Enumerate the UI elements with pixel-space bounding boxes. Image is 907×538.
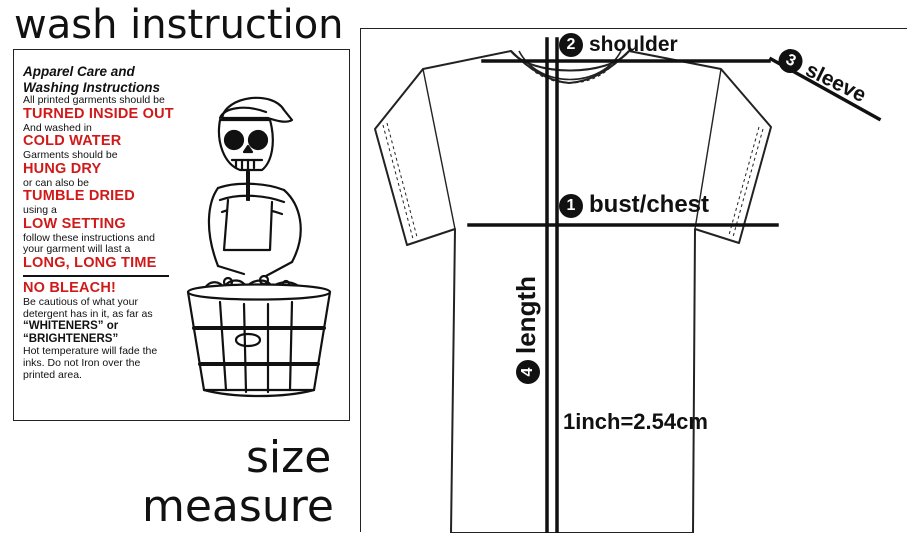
care-block-4-red: LOW SETTING <box>23 215 126 232</box>
care-block-0-small: All printed garments should be <box>23 94 165 107</box>
care-follow-line2: your garment will last a <box>23 243 131 256</box>
care-block-2-red: HUNG DRY <box>23 160 102 177</box>
care-brighteners: “BRIGHTENERS” <box>23 333 119 346</box>
tshirt-diagram <box>374 37 882 535</box>
measure-heading: measure <box>142 481 334 532</box>
wash-instruction-heading: wash instruction <box>14 2 344 48</box>
care-block-3-red: TUMBLE DRIED <box>23 188 135 205</box>
care-block-1-small: And washed in <box>23 121 92 134</box>
bust-number-badge: 1 <box>559 193 583 218</box>
shoulder-label-text: shoulder <box>589 33 678 56</box>
care-hot-line2: inks. Do not Iron over the <box>23 357 141 370</box>
skeleton-washing-illustration <box>186 96 332 398</box>
care-title-line2: Washing Instructions <box>23 79 161 95</box>
care-title-line1: Apparel Care and <box>23 64 135 79</box>
care-caution-line1: Be cautious of what your <box>23 295 138 308</box>
care-no-bleach: NO BLEACH! <box>23 279 117 296</box>
unit-conversion-note: 1inch=2.54cm <box>563 409 708 434</box>
care-divider <box>23 274 169 277</box>
length-number-badge: 4 <box>516 360 541 384</box>
care-caution-line2: detergent has in it, as far as <box>23 307 153 320</box>
care-instructions-card: Apparel Care and Washing Instructions Al… <box>13 49 350 421</box>
bust-label-text: bust/chest <box>589 191 710 218</box>
care-whiteners: “WHITENERS” or <box>23 320 119 333</box>
size-heading: size <box>246 432 332 483</box>
length-label: 4 length <box>511 276 542 384</box>
care-follow-line1: follow these instructions and <box>23 231 155 244</box>
shoulder-number-badge: 2 <box>559 33 583 58</box>
care-block-0-red: TURNED INSIDE OUT <box>23 105 174 122</box>
care-text-column: Apparel Care and Washing Instructions Al… <box>23 64 198 382</box>
care-block-3-small: or can also be <box>23 176 89 189</box>
length-label-text: length <box>511 276 541 354</box>
care-block-1-red: COLD WATER <box>23 133 122 150</box>
care-block-2-small: Garments should be <box>23 149 118 162</box>
care-long-time: LONG, LONG TIME <box>23 255 157 272</box>
shoulder-label: 2 shoulder <box>559 33 678 58</box>
care-hot-line1: Hot temperature will fade the <box>23 345 158 358</box>
care-hot-line3: printed area. <box>23 369 82 382</box>
care-block-4-small: using a <box>23 204 57 217</box>
